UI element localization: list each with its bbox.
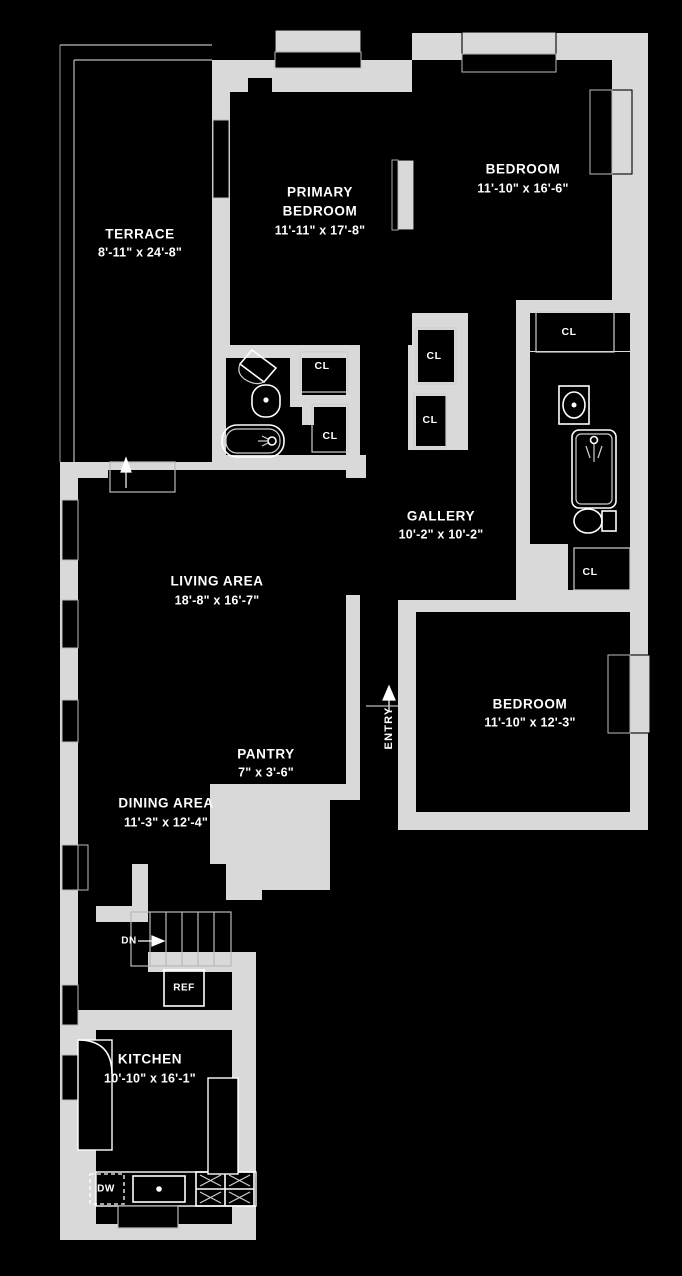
- primary-bath-toilet: [251, 384, 281, 418]
- second-bath-toilet: [573, 508, 617, 534]
- room-dim-gallery: 10'-2" x 10'-2": [399, 527, 484, 541]
- room-dim-terrace: 8'-11" x 24'-8": [98, 245, 182, 259]
- terrace-door-arrow: [120, 456, 132, 488]
- closet-label-gallery-left: CL: [427, 350, 442, 362]
- room-label-pantry: PANTRY: [237, 747, 295, 762]
- room-dim-pantry: 7" x 3'-6": [238, 765, 294, 779]
- primary-bathroom-fixtures: [221, 348, 285, 458]
- room-dim-kitchen: 10'-10" x 16'-1": [104, 1071, 196, 1085]
- primary-bath-tub: [221, 424, 285, 458]
- marker-label-stairs-dn: DN: [121, 936, 136, 947]
- room-label-dining-area: DINING AREA: [118, 796, 213, 811]
- room-dim-bedroom-3: 11'-10" x 12'-3": [484, 715, 575, 729]
- closet-label-primary-lower: CL: [323, 430, 338, 442]
- entry-door-arrow: [382, 684, 396, 712]
- closet-label-bath-2: CL: [583, 566, 598, 578]
- room-label-primary-bedroom-2: BEDROOM: [283, 204, 358, 219]
- stairs-dn-arrow: [138, 935, 166, 947]
- kitchen-fixtures: [77, 1039, 257, 1229]
- doors-and-arrows: [109, 456, 398, 712]
- windows: [61, 29, 651, 1101]
- primary-bath-sink: [238, 348, 278, 385]
- second-bathroom-fixtures: [558, 385, 617, 534]
- room-dim-dining-area: 11'-3" x 12'-4": [124, 815, 208, 829]
- closet-label-bedroom-2: CL: [562, 326, 577, 338]
- room-label-terrace: TERRACE: [105, 227, 174, 242]
- room-dim-bedroom-2: 11'-10" x 16'-6": [477, 181, 568, 195]
- closet-outlines: [299, 311, 631, 591]
- room-label-bedroom-3: BEDROOM: [493, 697, 568, 712]
- room-label-bedroom-2: BEDROOM: [486, 162, 561, 177]
- closet-label-gallery-left-2: CL: [423, 414, 438, 426]
- room-dim-living-area: 18'-8" x 16'-7": [175, 593, 260, 607]
- room-label-kitchen: KITCHEN: [118, 1052, 182, 1067]
- marker-label-entry: ENTRY: [383, 707, 395, 750]
- marker-label-dishwasher: DW: [97, 1184, 115, 1195]
- room-label-gallery: GALLERY: [407, 509, 475, 524]
- room-dim-primary-bedroom: 11'-11" x 17'-8": [275, 223, 366, 237]
- marker-labels: ENTRY DN REF DW: [97, 707, 395, 1195]
- closet-label-primary-upper: CL: [315, 360, 330, 372]
- room-labels: TERRACE 8'-11" x 24'-8" PRIMARY BEDROOM …: [98, 162, 575, 1086]
- closet-labels: CL CL CL CL CL CL: [315, 326, 598, 578]
- refrigerator-icon: [163, 969, 205, 1007]
- room-label-primary-bedroom: PRIMARY: [287, 185, 353, 200]
- terrace-railing: [59, 44, 212, 462]
- room-label-living-area: LIVING AREA: [170, 574, 263, 589]
- second-bath-sink: [558, 385, 590, 425]
- stairs: [130, 911, 232, 967]
- second-bath-tub: [571, 429, 617, 509]
- marker-label-refrigerator: REF: [173, 983, 195, 994]
